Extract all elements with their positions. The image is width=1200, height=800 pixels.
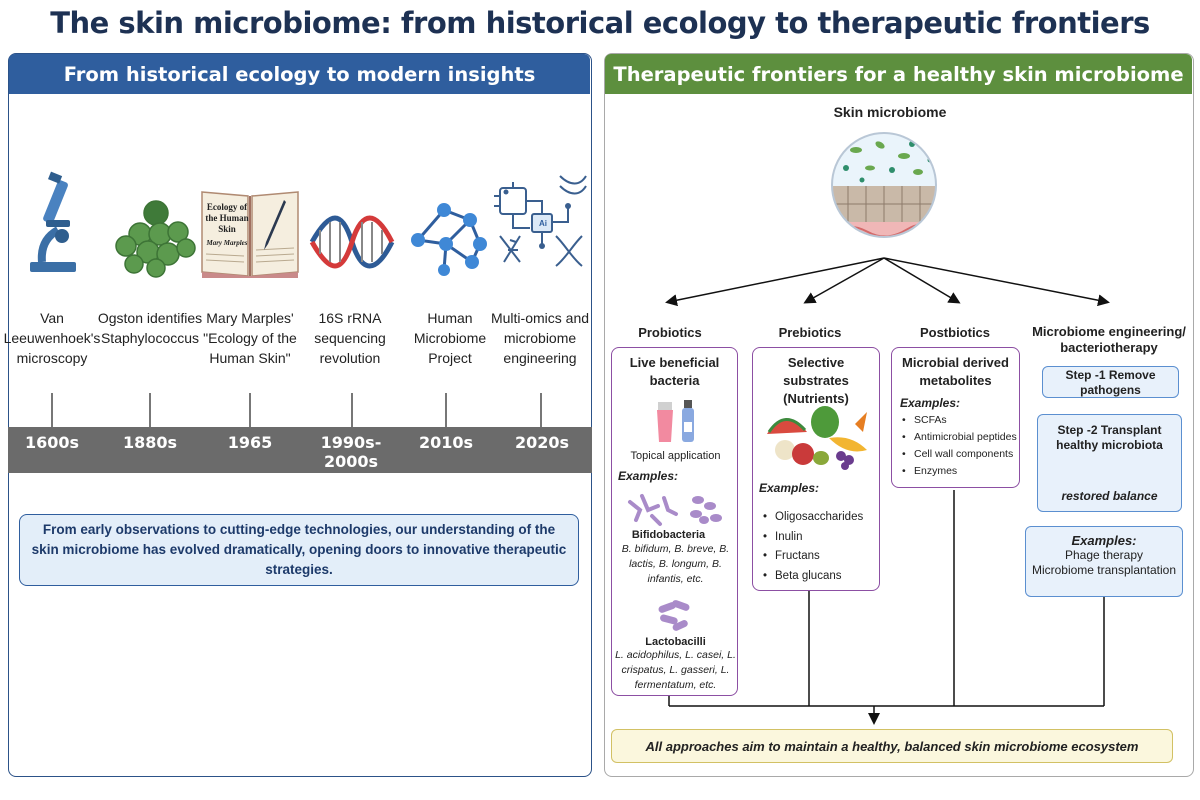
book-author: Mary Marples xyxy=(206,239,248,247)
prebiotics-card: Selective substrates (Nutrients) Example… xyxy=(752,347,880,591)
conclusion-box: All approaches aim to maintain a healthy… xyxy=(611,729,1173,763)
lactobacilli-species: L. acidophilus, L. casei, L. crispatus, … xyxy=(615,649,736,691)
history-summary: From early observations to cutting-edge … xyxy=(19,514,579,586)
timeline-year: 2010s xyxy=(418,433,474,452)
timeline-tick xyxy=(249,393,251,427)
timeline-year: 2020s xyxy=(514,433,570,452)
list-item: Enzymes xyxy=(900,463,1017,480)
bifidobacteria-species: B. bifidum, B. breve, B. lactis, B. long… xyxy=(621,543,730,585)
examples-label: Examples: xyxy=(618,469,679,483)
ai-chip-label: Ai xyxy=(539,219,547,228)
timeline-label: Human Microbiome Project xyxy=(413,310,487,366)
ai-circuit-icon xyxy=(494,175,587,267)
topical-product-icon xyxy=(657,400,694,442)
timeline-year: 1965 xyxy=(227,433,273,452)
timeline-label: Ogston identifies Staphylococcus xyxy=(97,310,203,346)
probiotics-card-title: Live beneficial bacteria xyxy=(629,355,720,388)
restored-balance-label: restored balance xyxy=(1061,489,1158,503)
microscope-icon xyxy=(30,171,76,272)
engineering-example: Phage therapy xyxy=(1064,548,1144,562)
timeline-year: 1600s xyxy=(24,433,80,452)
probiotics-card: Live beneficial bacteria Topical applica… xyxy=(611,347,738,696)
category-postbiotics: Postbiotics xyxy=(919,325,991,340)
list-item: Inulin xyxy=(761,528,863,548)
network-icon xyxy=(411,203,487,276)
list-item: Fructans xyxy=(761,547,863,567)
examples-label: Examples: xyxy=(900,396,961,410)
step-2-box: Step -2 Transplant healthy microbiota re… xyxy=(1037,414,1182,512)
engineering-example: Microbiome transplantation xyxy=(1031,563,1177,577)
book-title: Ecology of the Human Skin xyxy=(205,202,249,234)
bifidobacteria-name: Bifidobacteria xyxy=(631,529,706,541)
timeline-label: Multi-omics and microbiome engineering xyxy=(490,310,590,366)
bifidobacteria-icon xyxy=(628,494,722,526)
timeline-tick xyxy=(540,393,542,427)
category-engineering: Microbiome engineering/ bacteriotherapy xyxy=(1032,324,1186,355)
timeline-year: 1880s xyxy=(122,433,178,452)
postbiotics-card-title: Microbial derived metabolites xyxy=(902,355,1009,388)
book-cover-text: Ecology of the Human Skin Mary Marples xyxy=(204,202,250,247)
therapeutic-panel-header: Therapeutic frontiers for a healthy skin… xyxy=(605,54,1192,94)
postbiotics-examples-list: SCFAs Antimicrobial peptides Cell wall c… xyxy=(900,412,1017,480)
page-title: The skin microbiome: from historical eco… xyxy=(50,6,1150,40)
book-icon xyxy=(201,191,299,278)
history-panel-header: From historical ecology to modern insigh… xyxy=(9,54,590,94)
timeline-tick xyxy=(149,393,151,427)
step-1-text: Step -1 Remove pathogens xyxy=(1065,368,1156,397)
timeline-year: 1990s-2000s xyxy=(320,433,382,471)
history-panel: From historical ecology to modern insigh… xyxy=(8,53,592,777)
skin-microbiome-title: Skin microbiome xyxy=(833,104,947,120)
category-prebiotics: Prebiotics xyxy=(778,325,842,340)
topical-application-label: Topical application xyxy=(630,450,721,462)
examples-label: Examples: xyxy=(759,481,820,495)
timeline-label: Van Leeuwenhoek's microscopy xyxy=(3,310,101,366)
list-item: Beta glucans xyxy=(761,567,863,587)
list-item: Antimicrobial peptides xyxy=(900,429,1017,446)
list-item: SCFAs xyxy=(900,412,1017,429)
prebiotics-card-title: Selective substrates (Nutrients) xyxy=(783,355,849,406)
lactobacilli-name: Lactobacilli xyxy=(645,636,706,648)
timeline-tick xyxy=(445,393,447,427)
step-2-text: Step -2 Transplant healthy microbiota xyxy=(1056,423,1163,452)
dna-helix-icon xyxy=(309,215,395,269)
staphylococcus-cluster-icon xyxy=(115,200,196,278)
list-item: Cell wall components xyxy=(900,446,1017,463)
step-1-box: Step -1 Remove pathogens xyxy=(1042,366,1179,398)
fruits-vegetables-icon xyxy=(767,406,867,470)
category-probiotics: Probiotics xyxy=(638,325,702,340)
prebiotics-examples-list: Oligosaccharides Inulin Fructans Beta gl… xyxy=(761,508,863,586)
timeline-label: Mary Marples' "Ecology of the Human Skin… xyxy=(203,310,297,366)
postbiotics-card: Microbial derived metabolites Examples: … xyxy=(891,347,1020,488)
lactobacilli-icon xyxy=(658,600,690,631)
examples-label: Examples: xyxy=(1071,533,1137,548)
list-item: Oligosaccharides xyxy=(761,508,863,528)
timeline-bar xyxy=(8,427,592,473)
timeline-label: 16S rRNA sequencing revolution xyxy=(314,310,386,366)
timeline-tick xyxy=(351,393,353,427)
timeline-tick xyxy=(51,393,53,427)
engineering-examples-box: Examples: Phage therapy Microbiome trans… xyxy=(1025,526,1183,597)
